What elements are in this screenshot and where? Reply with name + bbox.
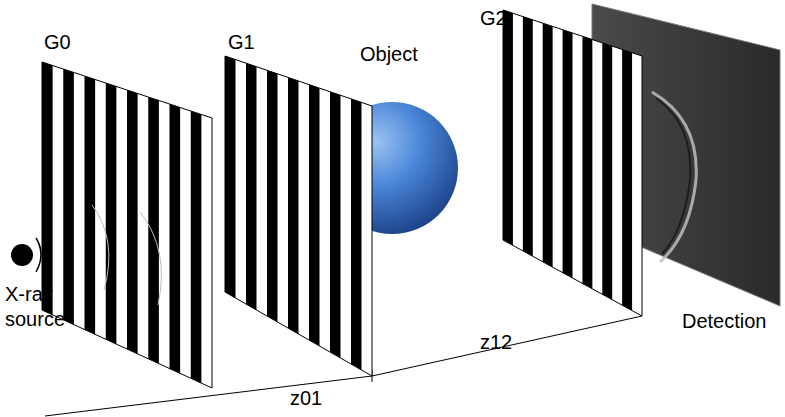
grating-stripe [503, 10, 513, 245]
distance-label: z01 [290, 386, 350, 411]
grating-frame [503, 10, 642, 316]
grating-stripe [225, 56, 236, 298]
source-label: X-ray source [5, 282, 85, 332]
grating-stripe [170, 104, 181, 373]
grating-g0 [42, 62, 212, 388]
distance-label: z12 [480, 330, 540, 355]
x-ray-source [11, 238, 41, 272]
grating-stripe [602, 43, 612, 300]
part-label: G1 [228, 30, 288, 55]
grating-stripe [63, 69, 74, 325]
part-label: Detection [682, 309, 782, 334]
grating-stripe [85, 76, 96, 334]
grating-stripe [309, 85, 320, 346]
grating-frame [225, 56, 372, 376]
grating-stripe [543, 23, 553, 267]
grating-stripe [563, 30, 573, 278]
grating-stripe [582, 36, 592, 289]
grating-g1 [225, 56, 372, 376]
part-label: G0 [44, 30, 104, 55]
grating-stripe [127, 90, 138, 354]
grating-stripe [288, 77, 299, 334]
grating-stripe [42, 62, 53, 315]
grating-stripe [191, 111, 202, 383]
grating-frame [42, 62, 212, 388]
wavefront-arcs [92, 205, 161, 305]
grating-stripe [246, 63, 257, 310]
grating-stripe [106, 83, 117, 344]
grating-stripe [523, 17, 533, 257]
grating-stripe [330, 92, 341, 358]
grating-stripe [267, 70, 278, 322]
grating-stripe [622, 49, 632, 310]
grating-stripe [351, 99, 362, 370]
part-label: Object [360, 42, 450, 67]
grating-g2 [503, 10, 642, 316]
grating-stripe [148, 97, 159, 364]
part-label: G2 [480, 6, 540, 31]
